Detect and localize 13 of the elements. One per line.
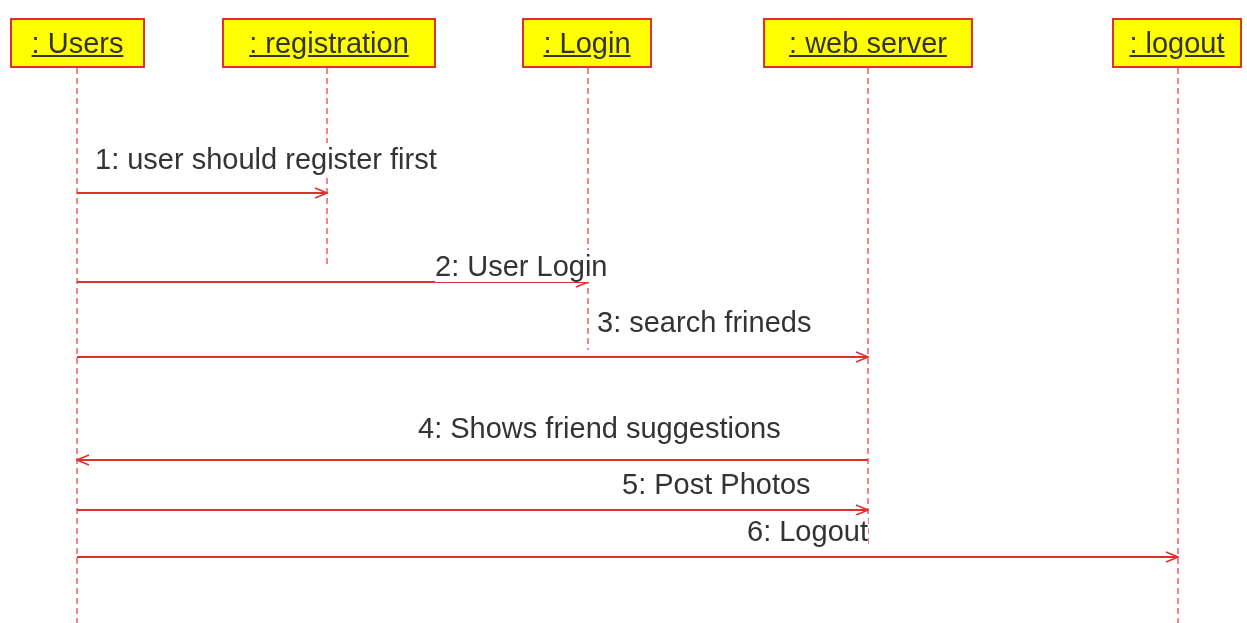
message-arrow (76, 551, 1179, 563)
object-name: : registration (249, 26, 409, 60)
message-label: 1: user should register first (95, 143, 437, 175)
message-arrow (76, 351, 869, 363)
object-name: : Login (543, 26, 631, 60)
message-arrow (76, 454, 869, 466)
message-label: 2: User Login (435, 250, 608, 282)
message-arrow (76, 187, 328, 199)
object-name: : logout (1129, 26, 1225, 60)
message-label: 6: Logout (747, 515, 868, 547)
object-name: : Users (31, 26, 124, 60)
object-name: : web server (789, 26, 947, 60)
message-arrow (76, 504, 869, 516)
